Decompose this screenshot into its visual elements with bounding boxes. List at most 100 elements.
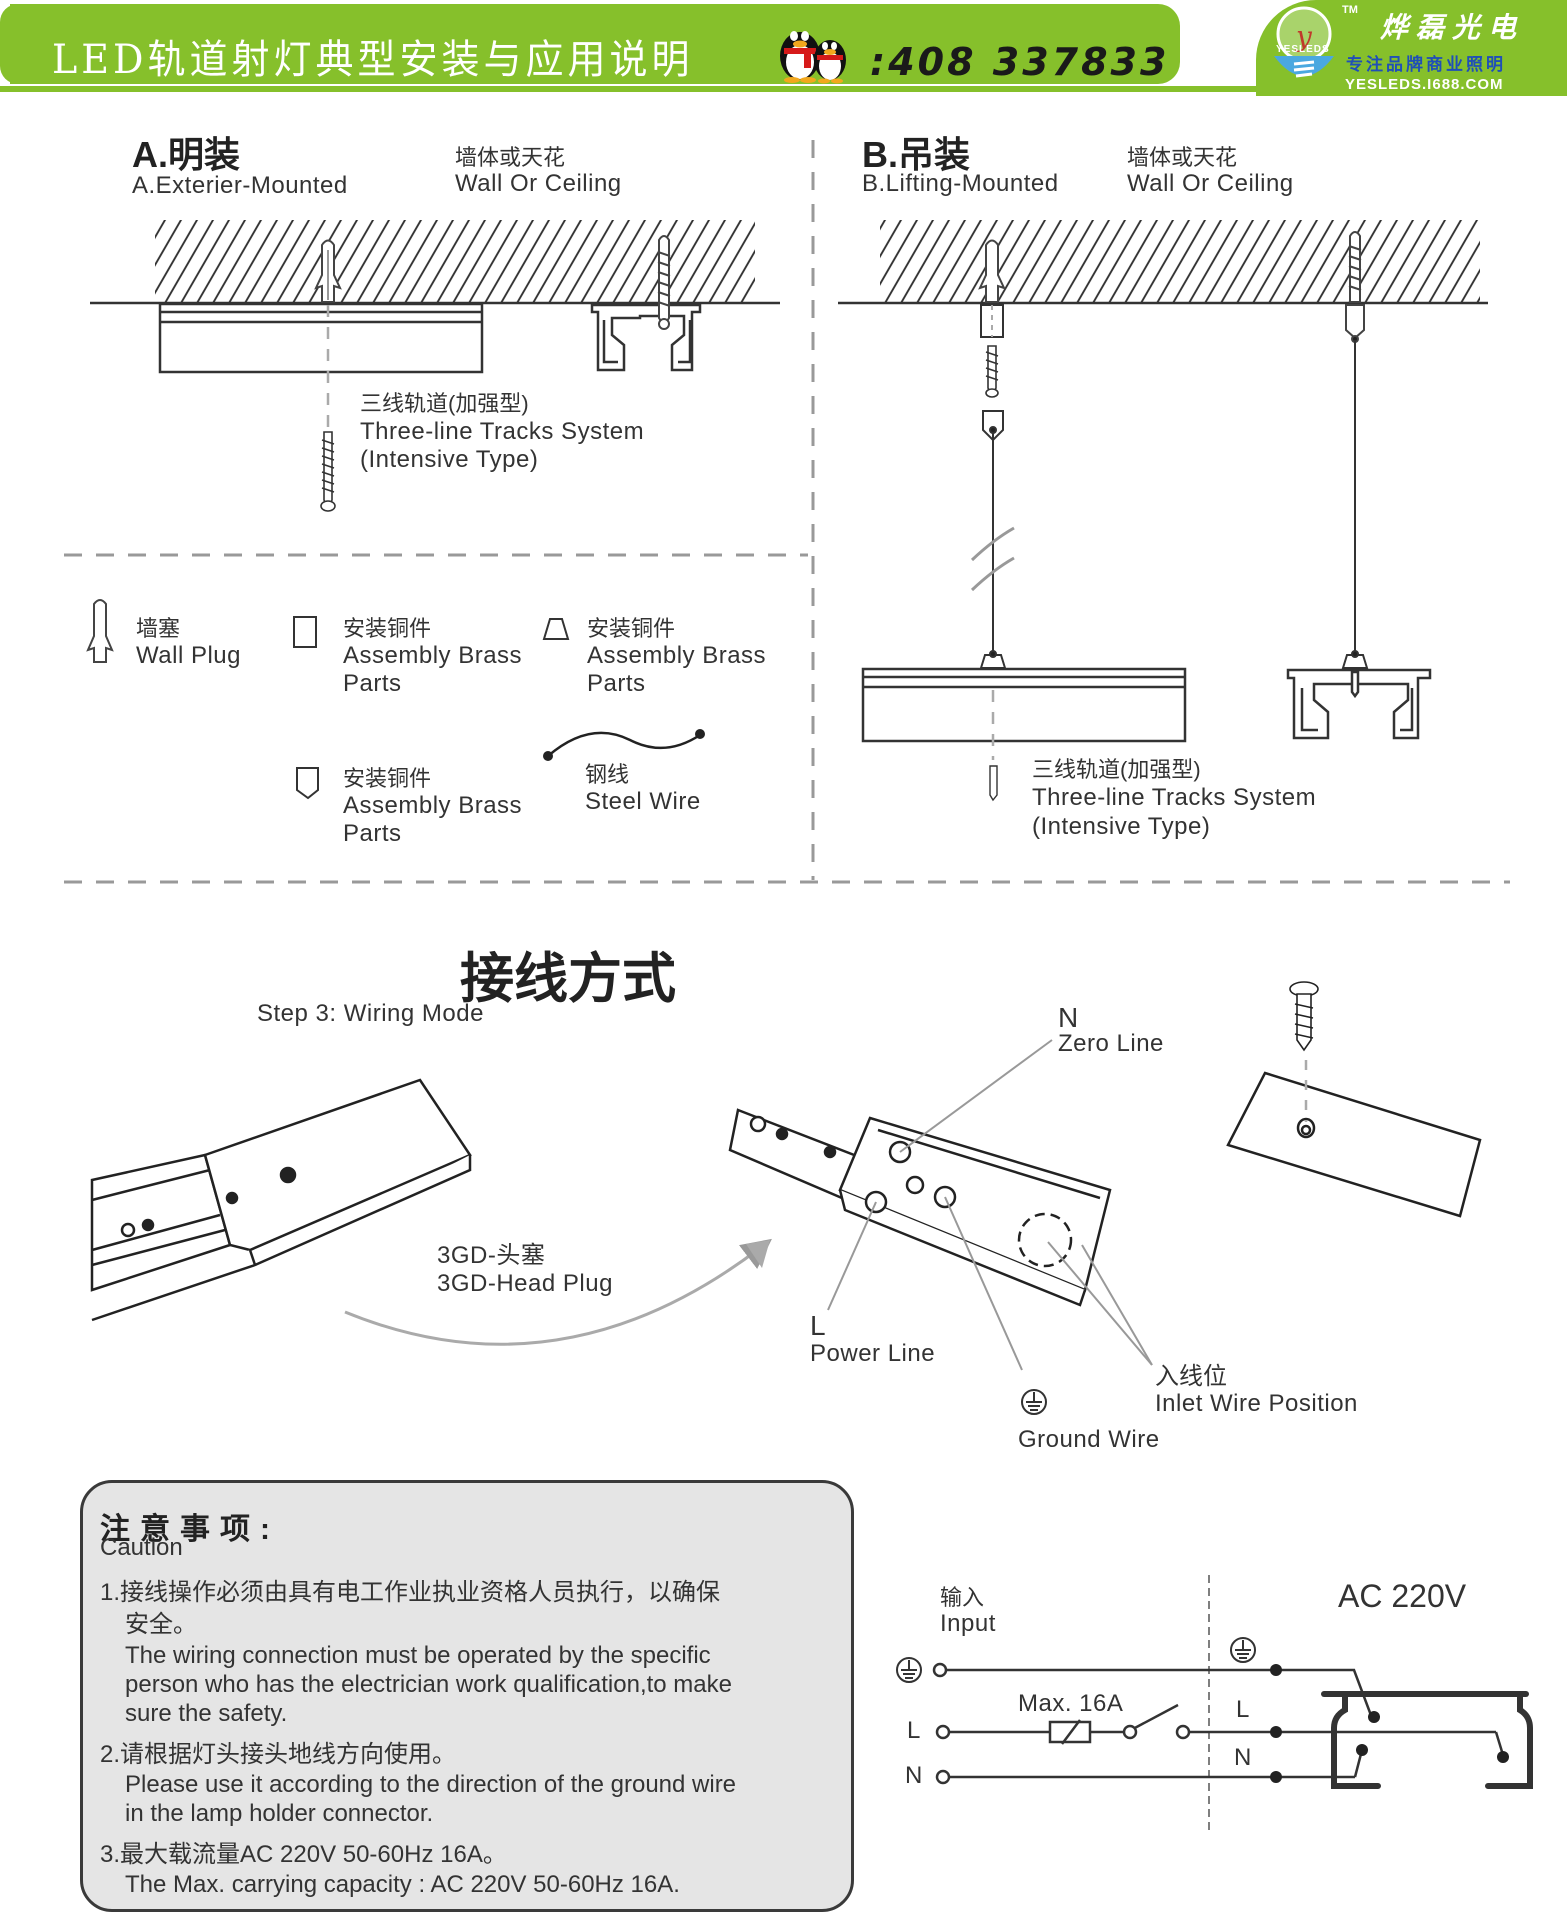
caution-item-2-en: in the lamp holder connector. [125,1800,434,1827]
track-section-icon [1321,1691,1533,1789]
legend-brass-rect-icon [293,616,317,648]
section-a-title: A.明装 [132,134,241,175]
cover-plate [1226,1071,1482,1218]
l-letter: L [810,1310,826,1341]
caution-subtitle: Caution [100,1534,183,1561]
wall-plug-b [978,239,1006,303]
logo-text: YESLEDS [1276,44,1330,55]
legend-en: Assembly Brass [587,641,767,669]
wire-break-mark [970,526,1015,592]
section-b-title: B.吊装 [862,134,971,175]
cover-screw-icon [1289,981,1319,1052]
brand-slogan: 专注品牌商业照明 [1346,55,1506,74]
screw-b3 [989,765,998,802]
caution-item-3-en: The Max. carrying capacity : AC 220V 50-… [125,1871,680,1898]
circuit-nodes [1270,1664,1509,1783]
caution-box [80,1480,854,1912]
section-a-surface-cn: 墙体或天花 [455,145,566,170]
circuit-terminals [932,1662,1191,1785]
legend-item-brass-shield: 安装铜件 Assembly Brass Parts [343,766,522,849]
ceiling-a [90,220,780,305]
caution-item-1-en: The wiring connection must be operated b… [125,1642,711,1669]
legend-cn: 钢线 [585,762,630,787]
svg-text:y: y [1294,20,1313,53]
power-line-label: Power Line [810,1340,936,1367]
section-a-track-cn: 三线轨道(加强型) [360,391,529,416]
legend-wall-plug-icon [86,599,114,663]
trademark: TM [1342,4,1358,16]
brand-url[interactable]: YESLEDS.I688.COM [1345,76,1504,93]
breaker-icon [1048,1719,1092,1745]
input-en: Input [940,1610,996,1637]
track-with-cap [90,1078,472,1322]
track-bar-a [158,302,484,374]
qq-penguin-icon [780,31,846,84]
legend-cn: 墙塞 [136,616,181,641]
section-a-track-en2: (Intensive Type) [360,446,539,473]
legend-item-wall-plug: 墙塞 Wall Plug [136,616,241,670]
head-plug-en: 3GD-Head Plug [437,1270,613,1298]
ceiling-b [838,220,1488,305]
terminal-n-left: N [905,1762,923,1789]
section-a-surface-en: Wall Or Ceiling [455,170,622,197]
bulb-logo-icon: y [1274,6,1334,78]
brass-part-b2 [982,410,1004,442]
track-profile-b [1286,668,1432,740]
caution-item-1-en: person who has the electrician work qual… [125,1671,732,1698]
caution-item-1-cn: 1.接线操作必须由具有电工作业执业资格人员执行，以确保 [100,1579,721,1606]
curved-arrow [344,1238,772,1346]
section-a-subtitle: A.Exterier-Mounted [132,172,348,199]
track-bar-b [861,667,1187,743]
zero-line-label: Zero Line [1058,1030,1164,1057]
inlet-en: Inlet Wire Position [1155,1390,1358,1417]
caution-item-1-cn2: 安全。 [125,1611,197,1638]
wiring-title: 接线方式 [460,949,676,1009]
head-plug-connector [728,1108,1112,1307]
caution-item-1-en: sure the safety. [125,1700,288,1727]
screw-b1 [985,345,999,398]
legend-en: Assembly Brass [343,791,523,819]
legend-en2: Parts [343,670,402,698]
legend-en: Steel Wire [585,787,701,815]
caution-item-3-cn: 3.最大载流量AC 220V 50-60Hz 16A。 [100,1841,507,1868]
wall-plug-screw-a2 [657,235,671,330]
section-b-track-en2: (Intensive Type) [1032,813,1211,840]
terminal-l-left: L [907,1717,921,1744]
track-profile-a [590,303,702,372]
legend-cn: 安装铜件 [343,616,432,641]
ground-wire-label: Ground Wire [1018,1426,1160,1453]
head-plug-label: 3GD-头塞 3GD-Head Plug [437,1242,613,1299]
legend-item-brass-trapezoid: 安装铜件 Assembly Brass Parts [587,616,766,699]
legend-en2: Parts [343,820,402,848]
legend-steel-wire-icon [543,729,705,761]
breaker-label: Max. 16A [1018,1690,1124,1717]
circuit-ground-right-icon [1230,1637,1256,1663]
wall-plug-screw-b2 [1345,231,1365,343]
terminal-l-right: L [1236,1696,1250,1723]
arrow-head-icon [746,1240,770,1268]
phone-number: :408 337833 [870,40,1170,84]
brand-name: 烨磊光电 [1380,12,1525,43]
voltage-label: AC 220V [1338,1578,1467,1614]
header-bar [10,4,1180,84]
brass-part-b1 [980,304,1004,338]
input-cn: 输入 [940,1585,985,1610]
legend-en: Assembly Brass [343,641,523,669]
section-b-track-cn: 三线轨道(加强型) [1032,757,1201,782]
section-b-subtitle: B.Lifting-Mounted [862,170,1059,197]
circuit-ground-left-icon [896,1657,922,1683]
legend-cn: 安装铜件 [587,616,676,641]
legend-item-steel-wire: 钢线 Steel Wire [585,762,701,816]
legend-brass-shield-icon [296,767,319,800]
clip-b1 [979,650,1007,669]
circuit-wires [946,1668,1505,1779]
header-underline [0,86,1567,92]
section-dividers [64,140,1510,884]
inlet-cn: 入线位 [1155,1363,1227,1390]
page-title: LED轨道射灯典型安装与应用说明 [52,36,694,83]
legend-en: Wall Plug [136,641,241,669]
caution-item-2-en: Please use it according to the direction… [125,1771,737,1798]
screw-a [320,431,336,513]
caution-title: 注意事项: [100,1513,280,1546]
